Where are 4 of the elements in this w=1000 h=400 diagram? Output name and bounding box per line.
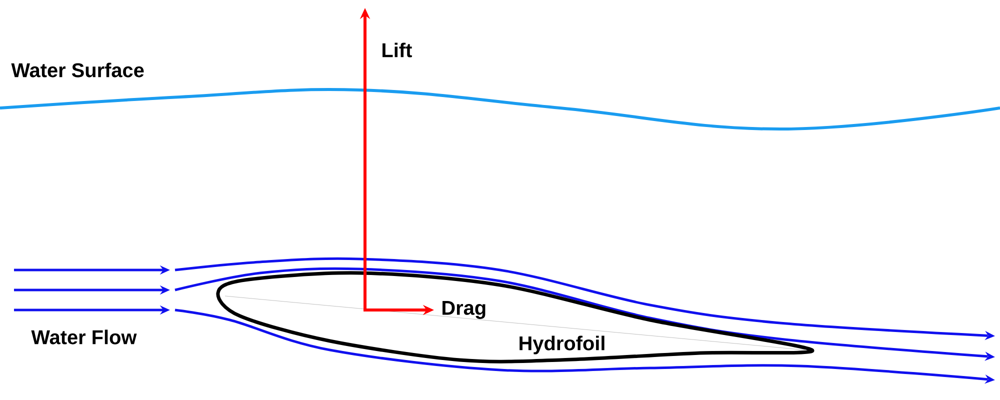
label: Lift [382, 42, 412, 58]
label: Water Surface [11, 62, 144, 78]
label: Drag [442, 301, 486, 319]
label: Water Flow [31, 330, 137, 344]
